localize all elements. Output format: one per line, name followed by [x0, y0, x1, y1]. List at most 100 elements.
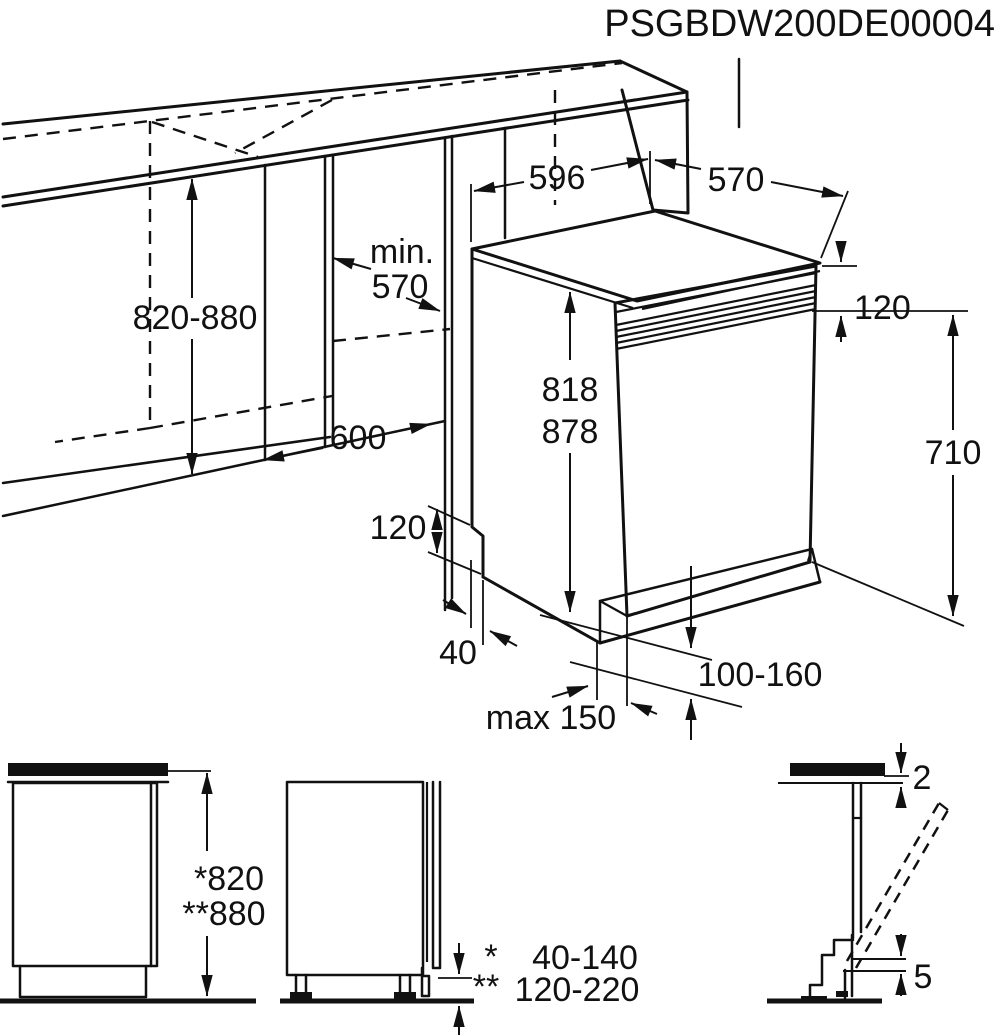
bottom-gap-label: 5	[914, 958, 933, 996]
dim-plinth-recess-depth: 40	[439, 560, 518, 672]
hidden-top-diagonal-2	[234, 98, 333, 155]
counter-back-top-edge	[1, 59, 622, 126]
niche-width-label: 600	[330, 419, 387, 457]
door-panel	[431, 780, 442, 970]
recess-floor-left	[599, 600, 628, 617]
dim-door-height: 710	[811, 314, 982, 627]
door-detail-view: 2 5	[767, 743, 950, 1004]
appliance-depth-label: 570	[708, 161, 765, 199]
ext-line	[811, 561, 965, 627]
door-left-edge	[613, 301, 629, 618]
worktop-bar	[790, 763, 885, 776]
cabinet-bottom-edge	[1, 435, 332, 485]
ext-line	[427, 551, 482, 575]
dim-niche-width: 600	[262, 419, 432, 462]
cabinet-run	[1, 57, 741, 612]
plinth-max-label: max 150	[486, 699, 616, 737]
arrow-leader-1	[551, 685, 589, 698]
arrow-in	[442, 598, 467, 615]
arrow-right	[393, 422, 432, 435]
side-view: * 40-140 ** 120-220	[280, 780, 640, 1035]
arrow-out	[489, 630, 518, 647]
plinth-height-range-label: 100-160	[698, 656, 823, 694]
plinth-recess-depth-label: 40	[439, 634, 477, 672]
height-with-worktop-label: *820	[194, 860, 264, 898]
control-panel-hatch-line	[615, 295, 817, 339]
appliance-height-max-label: 878	[542, 413, 599, 451]
appliance-height-min-label: 818	[542, 371, 599, 409]
dim-appliance-width: 596	[470, 151, 651, 242]
hinge-lines	[843, 933, 854, 1000]
hidden-top-diagonal-1	[151, 120, 259, 159]
niche-depth-label: 570	[372, 268, 429, 306]
note2-marker-label: **	[473, 968, 499, 1006]
front-foot	[294, 973, 308, 994]
dim-plinth-max: max 150	[486, 685, 658, 737]
control-panel-height-label: 120	[854, 289, 911, 327]
niche-height-label: 820-880	[133, 299, 258, 337]
counter-front-lower-edge	[1, 98, 690, 208]
control-panel-bottom-line	[615, 307, 817, 351]
appliance-body	[11, 781, 159, 968]
counter-end-top-edge	[618, 59, 689, 94]
counter-back-hidden-edge	[2, 61, 623, 141]
plinth-recess-height-label: 120	[370, 509, 427, 547]
hidden-bottom-right-edge	[149, 394, 333, 430]
arrow-left	[262, 447, 324, 462]
dim-plinth-height-range: 100-160	[539, 566, 823, 740]
door-open-top-edge	[938, 802, 949, 811]
arrow-front	[405, 297, 441, 312]
door-bottom-bracket	[420, 966, 431, 998]
niche-depth-prefix-label: min.	[370, 233, 434, 271]
dishwasher-top-face	[470, 209, 822, 303]
dim-niche-height: 820-880	[133, 178, 258, 475]
arrow-back	[332, 257, 372, 270]
counter-end-panel	[620, 88, 690, 215]
dim-appliance-depth: 570	[654, 158, 849, 259]
arrow-leader-2	[630, 702, 658, 717]
door-closed	[851, 781, 863, 940]
dishwasher-left-edge	[470, 247, 485, 579]
recess-floor-right	[806, 548, 814, 562]
arrow-left	[654, 158, 702, 170]
dishwasher-left-bottom-edge	[481, 575, 602, 645]
dim-control-panel-height: 120	[812, 241, 968, 342]
arrow-left	[473, 181, 525, 193]
dim-appliance-height: 818 878	[542, 291, 599, 613]
note1-range-label: 40-140	[532, 939, 638, 977]
front-foot-pad	[290, 992, 312, 1000]
plinth-bottom-edge	[598, 580, 822, 645]
dim-plinth-recess-height: 120	[370, 505, 482, 575]
height-without-worktop-label: **880	[182, 895, 265, 933]
floor-line-lower	[569, 661, 743, 708]
door-bottom-edge	[625, 560, 812, 618]
rear-foot-pad	[394, 992, 416, 1000]
top-gap-label: 2	[913, 759, 932, 797]
worktop-bar	[8, 763, 168, 776]
front-view: *820 **880	[0, 763, 266, 1004]
door-open-dashed-1	[845, 802, 941, 962]
model-code-label: PSGBDW200DE00004	[604, 3, 995, 45]
ext-line	[820, 190, 849, 259]
arrow-right	[770, 181, 844, 198]
hidden-bottom-left-edge	[54, 426, 151, 444]
door-open-dashed-2	[854, 809, 950, 969]
arrow-right	[590, 157, 649, 171]
counter-front-top-edge	[1, 90, 689, 199]
door-right-edge	[808, 264, 818, 564]
control-panel-hatch-line	[615, 289, 817, 333]
plinth-top-edge	[598, 547, 814, 603]
plinth	[18, 964, 148, 999]
ext-line	[427, 505, 471, 526]
control-panel-hatch-line	[615, 301, 817, 345]
note2-range-label: 120-220	[515, 971, 640, 1009]
worktop-rim-left	[471, 256, 634, 310]
door-height-label: 710	[925, 434, 982, 472]
plinth-floor-edge	[1, 419, 447, 518]
dishwasher-isometric	[470, 209, 822, 645]
door-top-edge	[613, 264, 818, 305]
note1-marker-label: *	[484, 938, 497, 976]
rear-foot	[398, 973, 412, 994]
